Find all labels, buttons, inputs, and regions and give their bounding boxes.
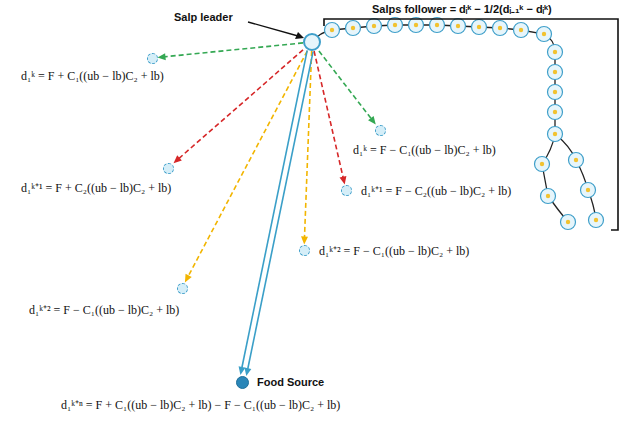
salp-core — [553, 110, 557, 114]
salp-icon — [537, 27, 552, 42]
salp-icon — [548, 105, 563, 120]
salp-icon — [548, 127, 563, 142]
move-line — [242, 50, 308, 369]
arrow-head — [239, 366, 246, 375]
salp-icon — [548, 85, 563, 100]
follower-salps — [325, 18, 604, 230]
move-arrow — [314, 51, 343, 179]
salp-icon — [514, 23, 529, 38]
move-arrow — [247, 52, 313, 371]
salp-core — [456, 24, 460, 28]
salp-icon — [569, 153, 584, 168]
move-line — [314, 51, 343, 179]
move-line — [163, 43, 303, 57]
move-arrow — [163, 43, 303, 57]
position-equation: d₁ᵏ = F + C₁((ub − lb)C₂ + lb) — [21, 69, 164, 83]
salp-core — [414, 23, 418, 27]
salp-icon — [367, 19, 382, 34]
follower-formula: Salps follower = dᵢᵏ − 1/2(dᵢ₋₁ᵏ − dᵢᵏ) — [372, 3, 552, 16]
salp-icon — [346, 21, 361, 36]
salp-core — [566, 220, 570, 224]
salp-core — [435, 23, 439, 27]
arrow-head — [158, 53, 166, 60]
leader-candidate: d₁ᵏ = F + C₁((ub − lb)C₂ + lb) — [147, 53, 158, 64]
salp-core — [351, 26, 355, 30]
salp-core — [519, 28, 523, 32]
salp-icon — [451, 19, 466, 34]
follower-chain — [312, 25, 596, 222]
salp-core — [498, 26, 502, 30]
arrow-head — [185, 274, 192, 283]
salp-icon — [589, 213, 604, 228]
leader-candidate: d₁ᵏ⁺² = F − C₁((ub − lb)C₂ + lb) — [299, 245, 310, 256]
salp-icon — [581, 183, 596, 198]
arrow-head — [244, 368, 251, 377]
leader-candidate: d₁ᵏ⁺² = F − C₁((ub − lb)C₂ + lb) — [177, 283, 188, 294]
position-equation: d₁ᵏ⁺ⁿ = F + C₁((ub − lb)C₂ + lb) − F − C… — [61, 398, 340, 412]
salp-core — [594, 218, 598, 222]
salp-icon — [561, 215, 576, 230]
salp-icon — [541, 189, 556, 204]
food-source: Food Sourced₁ᵏ⁺ⁿ = F + C₁((ub − lb)C₂ + … — [236, 376, 249, 389]
follower-bracket — [324, 19, 618, 230]
arrow-head — [174, 155, 182, 163]
salp-core — [372, 24, 376, 28]
move-arrow — [242, 50, 308, 369]
salp-icon — [472, 20, 487, 35]
salp-icon — [493, 21, 508, 36]
leader-candidate: d₁ᵏ⁺¹ = F + C₂((ub − lb)C₂ + lb) — [163, 163, 174, 174]
move-arrow — [178, 50, 303, 159]
salp-core — [330, 28, 334, 32]
salp-core — [553, 70, 557, 74]
salp-core — [586, 188, 590, 192]
salp-core — [477, 25, 481, 29]
salp-core — [553, 90, 557, 94]
salp-core — [553, 50, 557, 54]
salp-icon — [548, 65, 563, 80]
salp-icon — [325, 23, 340, 38]
salp-core — [542, 32, 546, 36]
salp-core — [393, 23, 397, 27]
position-equation: d₁ᵏ⁺¹ = F − C₂((ub − lb)C₂ + lb) — [361, 184, 511, 198]
salp-leader: Salp leader — [303, 33, 321, 51]
arrow-head — [368, 116, 376, 124]
salp-core — [546, 194, 550, 198]
position-equation: d₁ᵏ⁺² = F − C₁((ub − lb)C₂ + lb) — [319, 244, 469, 258]
node-label: Food Source — [257, 376, 324, 389]
salp-core — [553, 132, 557, 136]
position-equation: d₁ᵏ⁺¹ = F + C₂((ub − lb)C₂ + lb) — [21, 181, 171, 195]
move-line — [178, 50, 303, 159]
position-equation: d₁ᵏ⁺² = F − C₁((ub − lb)C₂ + lb) — [29, 303, 179, 317]
leader-pointer — [248, 22, 298, 36]
node-label: Salp leader — [174, 11, 233, 24]
salp-icon — [535, 157, 550, 172]
salp-icon — [548, 45, 563, 60]
leader-candidate: d₁ᵏ⁺¹ = F − C₂((ub − lb)C₂ + lb) — [341, 185, 352, 196]
salp-core — [574, 158, 578, 162]
leader-candidate: d₁ᵏ = F − C₁((ub − lb)C₂ + lb) — [375, 125, 386, 136]
arrow-head — [340, 176, 347, 185]
arrow-head — [301, 236, 308, 244]
position-equation: d₁ᵏ = F − C₁((ub − lb)C₂ + lb) — [353, 143, 496, 157]
salp-core — [540, 162, 544, 166]
move-line — [247, 52, 313, 371]
